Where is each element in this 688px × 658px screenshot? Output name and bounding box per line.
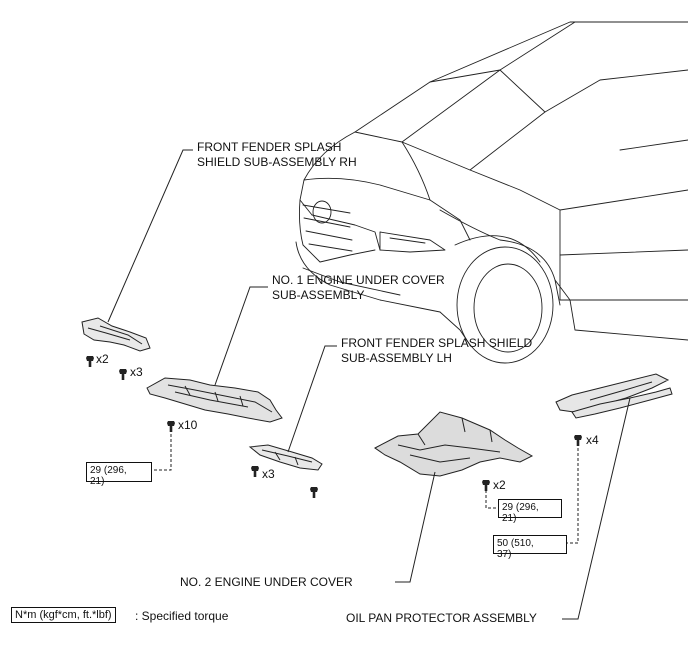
quantity-oilpan-bolts: x4 — [586, 433, 599, 447]
torque-line: 29 (296, — [502, 502, 539, 513]
quantity-rh-bolts-a: x2 — [96, 352, 109, 366]
label-line: FRONT FENDER SPLASH — [197, 140, 342, 154]
label-line: NO. 1 ENGINE UNDER COVER — [272, 273, 445, 287]
label-line: SHIELD SUB-ASSEMBLY RH — [197, 155, 357, 169]
quantity-lh-bolts: x3 — [262, 467, 275, 481]
torque-line: 21) — [90, 476, 105, 487]
vehicle-illustration — [295, 21, 688, 364]
legend-torque-text: : Specified torque — [135, 609, 229, 623]
torque-line: 29 (296, — [90, 465, 127, 476]
quantity-cover2-bolts: x2 — [493, 478, 506, 492]
torque-spec-box: 50 (510, 37) — [493, 535, 567, 560]
bolt-icon — [86, 356, 582, 498]
label-oil-pan-protector: OIL PAN PROTECTOR ASSEMBLY — [346, 611, 537, 625]
legend-torque-unit: N*m (kgf*cm, ft.*lbf) — [11, 607, 116, 623]
torque-spec-box: 29 (296, 21) — [498, 499, 562, 524]
label-fender-splash-shield-lh: FRONT FENDER SPLASH SHIELD SUB-ASSEMBLY … — [341, 336, 532, 366]
part-oil-pan-protector — [555, 373, 673, 419]
quantity-rh-bolts-b: x3 — [130, 365, 143, 379]
torque-line: 21) — [502, 513, 517, 524]
label-no2-engine-under-cover: NO. 2 ENGINE UNDER COVER — [180, 575, 353, 589]
label-line: SUB-ASSEMBLY LH — [341, 351, 452, 365]
leader-lines — [107, 149, 631, 620]
label-line: SUB-ASSEMBLY — [272, 288, 365, 302]
torque-line: 37) — [497, 549, 512, 560]
part-no1-engine-under-cover — [146, 377, 283, 423]
label-no1-engine-under-cover: NO. 1 ENGINE UNDER COVER SUB-ASSEMBLY — [272, 273, 445, 303]
part-fender-splash-shield-lh — [248, 444, 323, 471]
label-fender-splash-shield-rh: FRONT FENDER SPLASH SHIELD SUB-ASSEMBLY … — [197, 140, 357, 170]
torque-line: 50 (510, — [497, 538, 534, 549]
quantity-cover1-bolts: x10 — [178, 418, 198, 432]
torque-spec-box: 29 (296, 21) — [86, 462, 152, 487]
part-no2-engine-under-cover — [374, 411, 534, 477]
part-fender-splash-shield-rh — [81, 317, 151, 352]
label-line: FRONT FENDER SPLASH SHIELD — [341, 336, 533, 350]
